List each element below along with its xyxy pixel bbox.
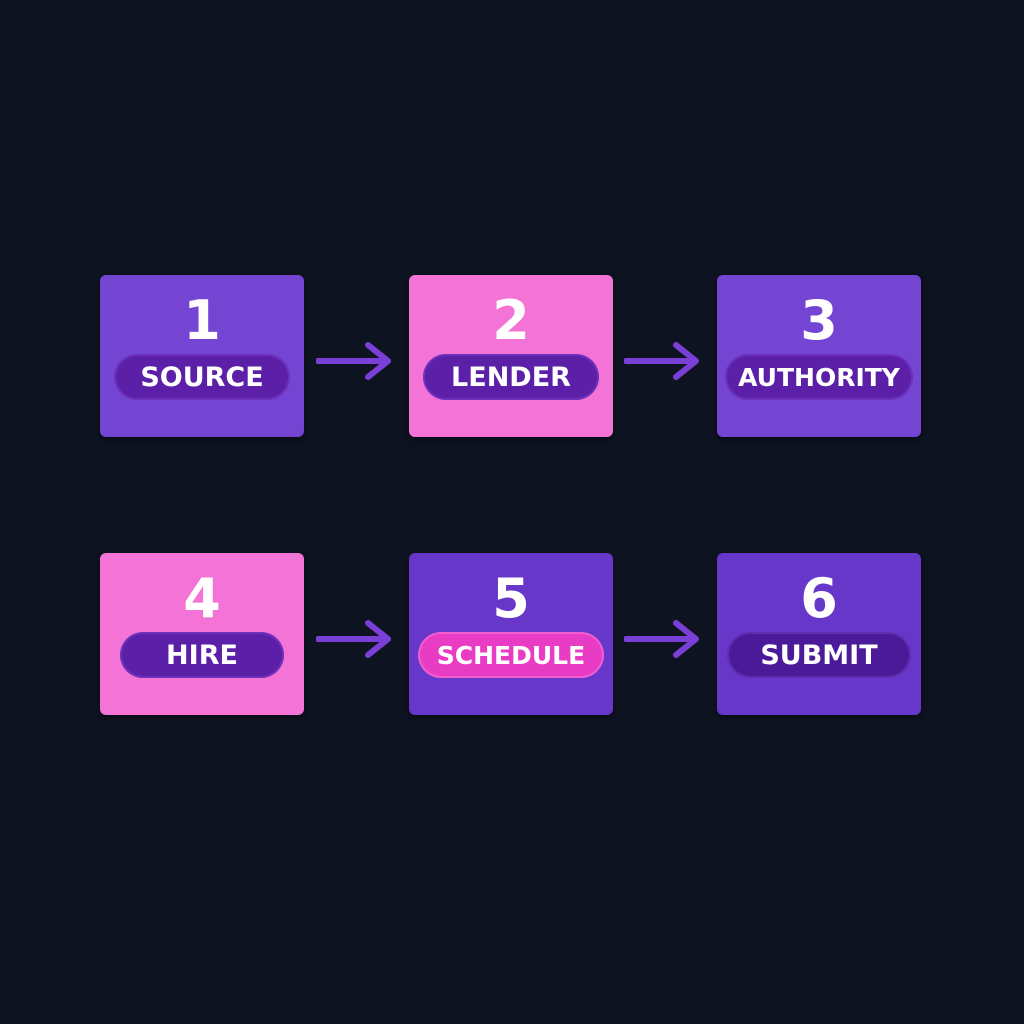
arrow-right-icon [624,620,699,658]
step-1-box: 1 SOURCE [100,275,304,437]
step-2-number: 2 [492,289,530,352]
step-1-label: SOURCE [114,354,290,400]
step-4-box: 4 HIRE [100,553,304,715]
step-6-box: 6 SUBMIT [717,553,921,715]
arrow-right-icon [316,620,391,658]
arrow-right-icon [624,342,699,380]
step-6-number: 6 [800,567,838,630]
step-1-number: 1 [183,289,221,352]
step-2-label: LENDER [423,354,599,400]
step-5-number: 5 [492,567,530,630]
step-3-number: 3 [800,289,838,352]
step-3-box: 3 AUTHORITY [717,275,921,437]
step-2-box: 2 LENDER [409,275,613,437]
arrow-right-icon [316,342,391,380]
step-6-label: SUBMIT [727,632,911,678]
step-4-number: 4 [183,567,221,630]
step-3-label: AUTHORITY [725,354,913,400]
step-5-box: 5 SCHEDULE [409,553,613,715]
step-5-label: SCHEDULE [418,632,604,678]
step-4-label: HIRE [120,632,284,678]
